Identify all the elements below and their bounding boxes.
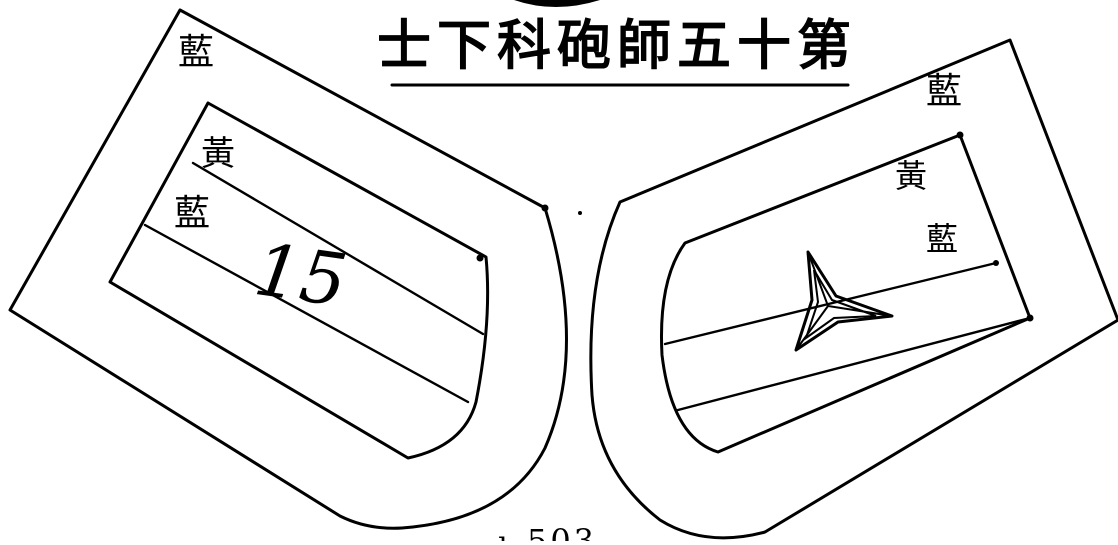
right-stripe-top-label: 黃 [895, 157, 927, 195]
right-border-label: 藍 [926, 71, 962, 112]
right-stripe-line-1 [663, 261, 998, 346]
left-patch-inner [108, 101, 490, 460]
right-patch: 藍 黃 藍 [578, 38, 1118, 540]
left-corner-dot [541, 204, 549, 212]
page-number-mark: ı [498, 525, 508, 541]
left-stripe-line-2 [143, 223, 470, 404]
right-stripe-line-2 [676, 316, 1032, 412]
left-border-label: 藍 [178, 32, 214, 73]
right-patch-outer [589, 38, 1118, 540]
left-stripe-line-1 [191, 161, 485, 336]
left-patch: 藍 黃 藍 15 [8, 8, 568, 530]
top-ink-mark [514, 0, 600, 7]
right-stripe-dot [993, 260, 999, 266]
right-stripe-middle-label: 藍 [926, 220, 958, 258]
right-patch-inner [660, 133, 1032, 454]
page-title: 第十五師砲科下士 [377, 13, 857, 77]
center-dot [578, 211, 582, 215]
three-pointed-star-icon [794, 250, 894, 352]
left-stripe-middle-label: 藍 [174, 193, 210, 234]
page-number: 503 [527, 522, 597, 541]
right-inner-dot-2 [1026, 314, 1034, 322]
right-inner-dot [956, 131, 964, 139]
left-inner-dot [476, 254, 484, 262]
left-patch-number: 15 [249, 227, 351, 323]
left-stripe-top-label: 黃 [201, 134, 235, 174]
left-patch-outer [8, 8, 568, 530]
